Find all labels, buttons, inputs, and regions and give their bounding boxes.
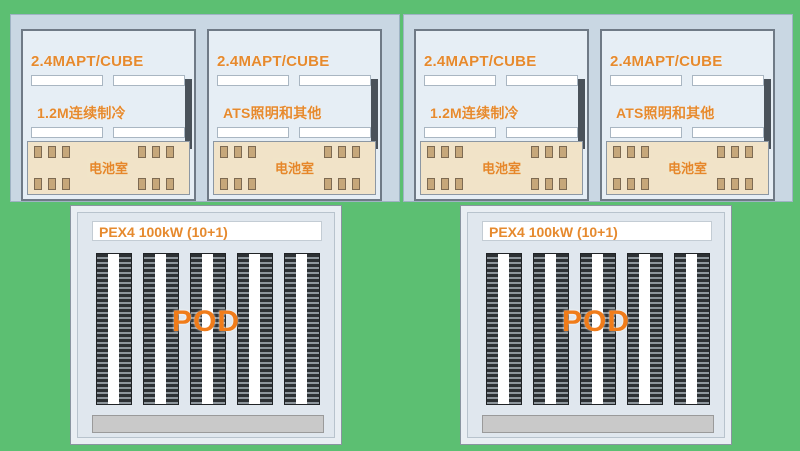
equipment-bar [113, 75, 185, 86]
cube-label: 2.4MAPT/CUBE [31, 53, 144, 70]
battery-label: 电池室 [665, 158, 710, 177]
battery-room: 电池室 [27, 141, 190, 195]
rack [96, 253, 132, 405]
rack [533, 253, 569, 405]
rack-row [486, 253, 710, 405]
left-room-cooling: 2.4MAPT/CUBE 1.2M连续制冷 电池室 [21, 29, 196, 201]
right-module: 2.4MAPT/CUBE 1.2M连续制冷 电池室 2.4MAPT/CUBE A… [403, 0, 793, 451]
equipment-bar [31, 127, 103, 138]
left-power-block: 2.4MAPT/CUBE 1.2M连续制冷 电池室 2.4MAPT/CUBE A… [10, 14, 400, 202]
battery-label: 电池室 [86, 158, 131, 177]
pod-label: POD [171, 305, 240, 338]
equipment-bar [610, 127, 682, 138]
equipment-bar [113, 127, 185, 138]
battery-room: 电池室 [213, 141, 376, 195]
battery-label: 电池室 [479, 158, 524, 177]
equipment-bar [506, 127, 578, 138]
battery-label: 电池室 [272, 158, 317, 177]
pex-top-label: PEX4 100kW (10+1) [482, 221, 712, 241]
right-room-ats: 2.4MAPT/CUBE ATS照明和其他 电池室 [600, 29, 775, 201]
equipment-bar [424, 127, 496, 138]
equipment-bar [506, 75, 578, 86]
cube-label: 2.4MAPT/CUBE [217, 53, 330, 70]
pex-bottom-bar [482, 415, 714, 433]
right-power-block: 2.4MAPT/CUBE 1.2M连续制冷 电池室 2.4MAPT/CUBE A… [403, 14, 793, 202]
pod-area: PEX4 100kW (10+1) POD [467, 212, 725, 438]
cube-label: 2.4MAPT/CUBE [424, 53, 537, 70]
battery-room: 电池室 [606, 141, 769, 195]
battery-room: 电池室 [420, 141, 583, 195]
chiller-label: 1.2M连续制冷 [430, 105, 519, 121]
cabinet-strip [371, 79, 378, 149]
pex-bottom-bar [92, 415, 324, 433]
equipment-bar [692, 75, 764, 86]
rack [486, 253, 522, 405]
equipment-bar [299, 127, 371, 138]
cabinet-strip [764, 79, 771, 149]
pod-area: PEX4 100kW (10+1) POD [77, 212, 335, 438]
rack [143, 253, 179, 405]
left-module: 2.4MAPT/CUBE 1.2M连续制冷 电池室 2.4MAPT/CUBE A… [10, 0, 400, 451]
ats-label: ATS照明和其他 [223, 105, 322, 121]
ats-label: ATS照明和其他 [616, 105, 715, 121]
rack [190, 253, 226, 405]
equipment-bar [31, 75, 103, 86]
pod-label: POD [561, 305, 630, 338]
right-pod-frame: PEX4 100kW (10+1) POD [460, 205, 732, 445]
left-room-ats: 2.4MAPT/CUBE ATS照明和其他 电池室 [207, 29, 382, 201]
rack [627, 253, 663, 405]
equipment-bar [217, 75, 289, 86]
rack [284, 253, 320, 405]
rack [237, 253, 273, 405]
rack [674, 253, 710, 405]
pex-top-label: PEX4 100kW (10+1) [92, 221, 322, 241]
left-pod-frame: PEX4 100kW (10+1) POD [70, 205, 342, 445]
cabinet-strip [185, 79, 192, 149]
equipment-bar [299, 75, 371, 86]
cube-label: 2.4MAPT/CUBE [610, 53, 723, 70]
equipment-bar [424, 75, 496, 86]
equipment-bar [692, 127, 764, 138]
chiller-label: 1.2M连续制冷 [37, 105, 126, 121]
equipment-bar [610, 75, 682, 86]
right-room-cooling: 2.4MAPT/CUBE 1.2M连续制冷 电池室 [414, 29, 589, 201]
rack [580, 253, 616, 405]
rack-row [96, 253, 320, 405]
cabinet-strip [578, 79, 585, 149]
equipment-bar [217, 127, 289, 138]
